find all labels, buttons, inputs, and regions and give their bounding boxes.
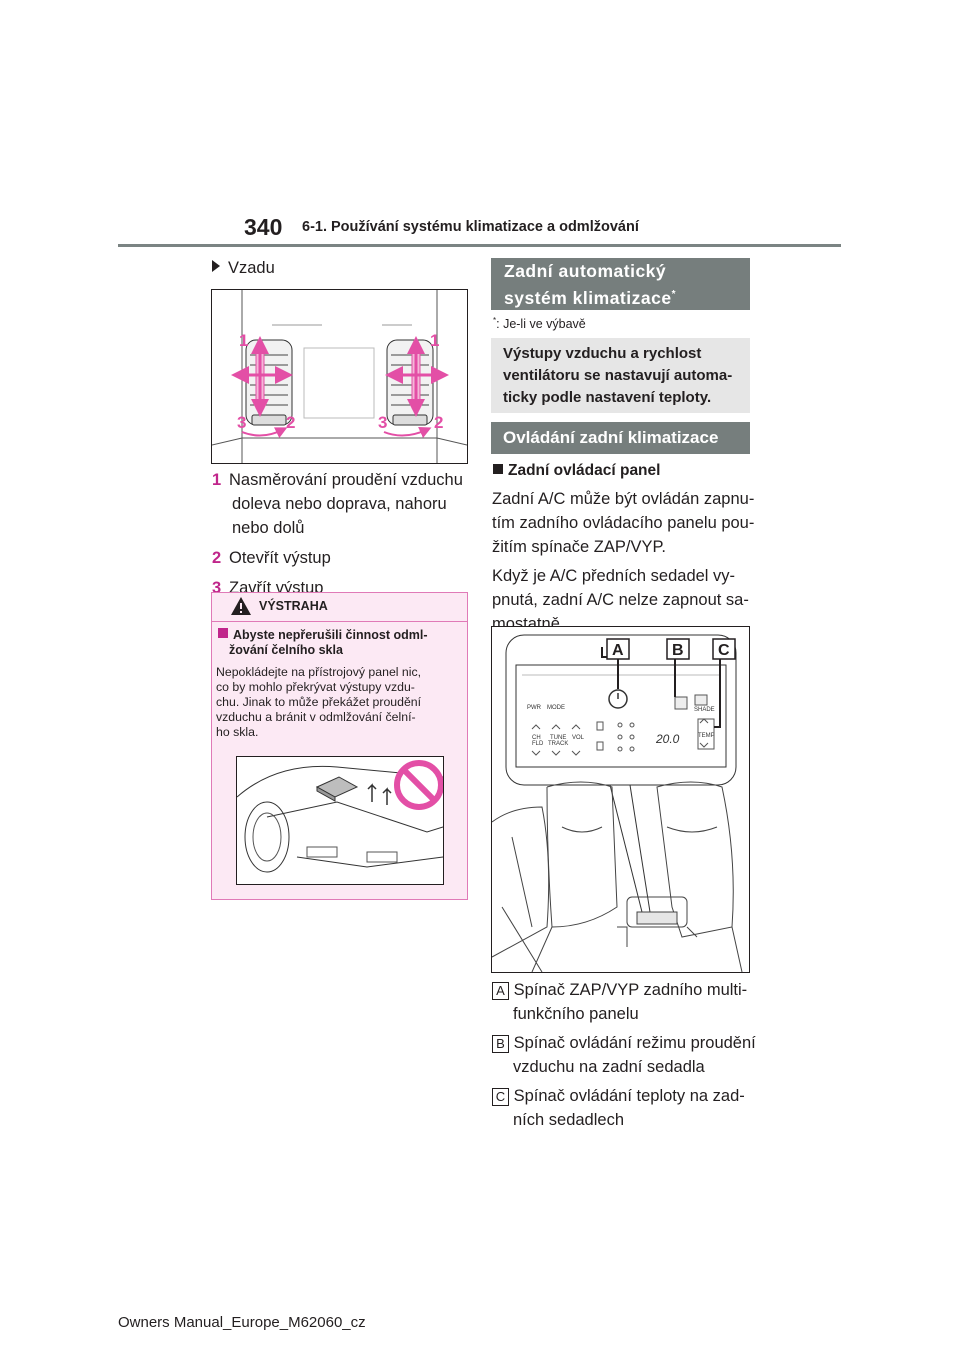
callout-c-label: C xyxy=(492,1088,509,1106)
dashboard-no-objects-illustration xyxy=(236,760,444,873)
vent-label-2-right: 2 xyxy=(434,413,443,432)
temp-label: TEMP xyxy=(698,733,715,739)
vent-label-3-left: 3 xyxy=(237,413,246,432)
info-box: Výstupy vzduchu a rychlost ventilátoru s… xyxy=(491,338,750,413)
ch-label: CH xyxy=(532,735,541,741)
rear-panel-figure: PWR MODE CH FLD TUNE TRACK VOL SHADE TEM… xyxy=(491,626,750,973)
warning-header xyxy=(211,592,468,622)
vent-label-2-left: 2 xyxy=(286,413,295,432)
vent-label-3-right: 3 xyxy=(378,413,387,432)
fld-label: FLD xyxy=(532,741,544,747)
warning-title: VÝSTRAHA xyxy=(259,599,328,613)
shade-label: SHADE xyxy=(694,707,715,713)
tune-label: TUNE xyxy=(550,735,566,741)
vent-label-1-right: 1 xyxy=(430,331,439,350)
paragraph-1: Zadní A/C může být ovládán zapnu- tím za… xyxy=(492,490,755,556)
sub-section-title: Ovládání zadní klimatizace xyxy=(491,422,750,454)
callout-a-figure: A xyxy=(612,642,624,659)
callout-list: A Spínač ZAP/VYP zadního multi- funkčníh… xyxy=(492,978,762,1132)
shade-icon xyxy=(694,694,708,706)
track-label: TRACK xyxy=(548,741,568,747)
callout-c-figure: C xyxy=(718,642,730,659)
rear-heading-text: Vzadu xyxy=(228,259,275,277)
airflow-icon xyxy=(674,696,688,710)
list-item: B Spínač ovládání režimu proudění xyxy=(492,1031,762,1055)
callout-b-label: B xyxy=(492,1035,509,1053)
section-title: Zadní automatický systém klimatizace* xyxy=(491,258,750,310)
warning-triangle-icon xyxy=(231,597,251,615)
rear-vents-illustration: 1 1 3 2 3 2 xyxy=(211,290,468,463)
warning-subtitle: Abyste nepřerušili činnost odml- žování … xyxy=(218,628,464,658)
rear-control-panel-illustration: PWR MODE CH FLD TUNE TRACK VOL SHADE TEM… xyxy=(491,634,743,973)
callout-a-label: A xyxy=(492,982,509,1000)
temp-value: 20.0 xyxy=(655,732,680,746)
footnote: *: Je-li ve výbavě xyxy=(493,316,586,332)
vol-label: VOL xyxy=(572,735,585,741)
list-item-continuation: doleva nebo doprava, nahoru xyxy=(232,495,447,513)
panel-heading: Zadní ovládací panel xyxy=(493,462,660,480)
chapter-title: 6-1. Používání systému klimatizace a odm… xyxy=(302,219,639,235)
header-rule xyxy=(118,244,841,247)
square-bullet-icon xyxy=(493,464,503,474)
dashboard-figure xyxy=(236,756,444,885)
mode-label: MODE xyxy=(547,705,565,711)
list-item: C Spínač ovládání teploty na zad- xyxy=(492,1084,762,1108)
list-item: A Spínač ZAP/VYP zadního multi- xyxy=(492,978,762,1002)
list-item-continuation: nebo dolů xyxy=(232,519,305,537)
rear-vents-figure: 1 1 3 2 3 2 xyxy=(211,289,468,464)
rear-heading: Vzadu xyxy=(212,256,275,280)
vent-label-1-left: 1 xyxy=(239,331,248,350)
callout-b-figure: B xyxy=(672,642,684,659)
triangle-bullet-icon xyxy=(212,260,220,272)
page-number: 340 xyxy=(244,214,283,240)
square-bullet-icon xyxy=(218,628,228,638)
footer-text: Owners Manual_Europe_M62060_cz xyxy=(118,1314,366,1331)
warning-body: Nepokládejte na přístrojový panel nic, c… xyxy=(216,665,422,739)
pwr-label: PWR xyxy=(527,705,542,711)
